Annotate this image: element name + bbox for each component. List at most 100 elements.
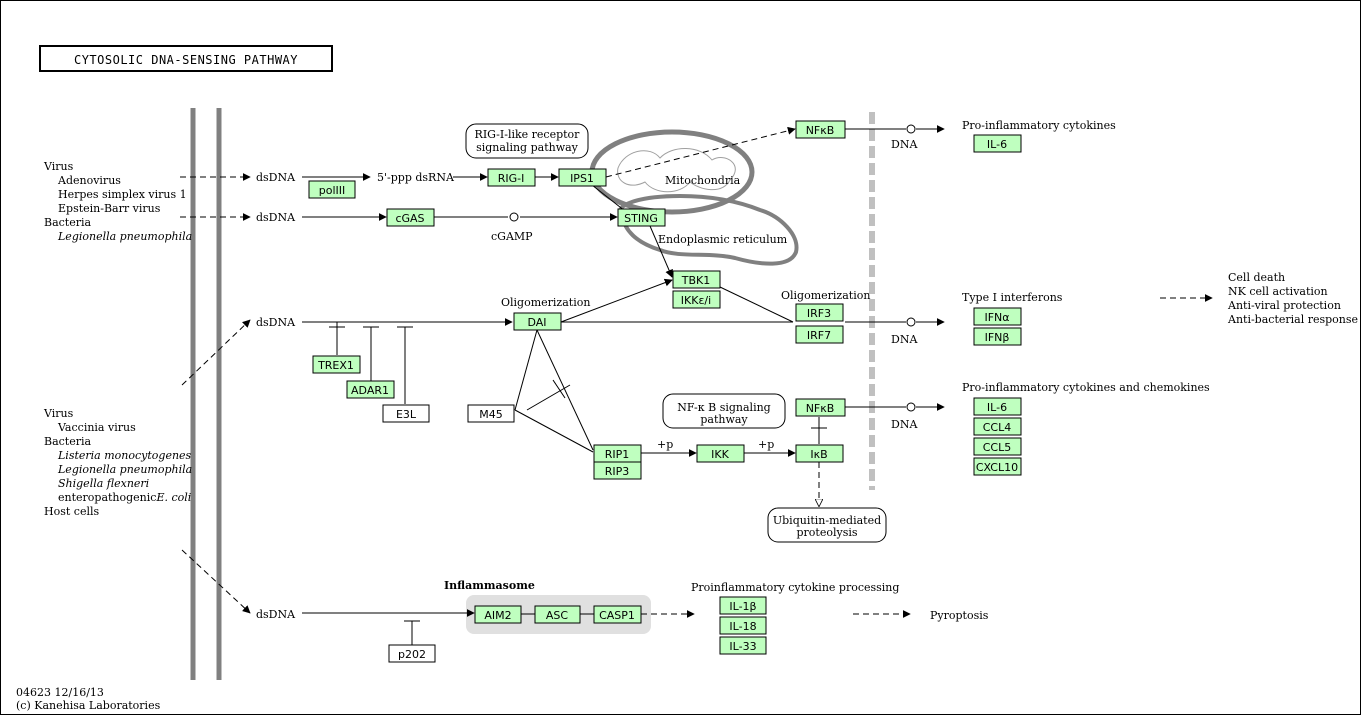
ppp-dsrna-label: 5'-ppp dsRNA: [377, 171, 455, 184]
host-cells-label: Host cells: [44, 505, 99, 518]
virus-item: Adenovirus: [57, 174, 121, 187]
gene-ikk[interactable]: IKK: [696, 444, 745, 463]
gene-ikke[interactable]: IKKε/i: [672, 290, 721, 309]
svg-text:CXCL10: CXCL10: [976, 461, 1018, 474]
oligomerization-label: Oligomerization: [781, 289, 870, 302]
gene-ccl5[interactable]: CCL5: [973, 437, 1022, 456]
gene-ikb[interactable]: IκB: [795, 444, 844, 463]
map-nfkb-signaling[interactable]: NF-κ B signaling pathway: [662, 393, 786, 429]
svg-text:CCL4: CCL4: [983, 421, 1012, 434]
gene-rig-i[interactable]: RIG-I: [487, 168, 536, 187]
gene-cgas[interactable]: cGAS: [386, 208, 435, 227]
cytokines-chemokines-label: Pro-inflammatory cytokines and chemokine…: [962, 381, 1210, 394]
map-rig-i-like-receptor[interactable]: RIG-I-like receptor signaling pathway: [465, 123, 589, 159]
gene-il6-mid[interactable]: IL-6: [973, 397, 1022, 416]
svg-text:IRF3: IRF3: [807, 307, 831, 320]
virus-heading: Virus: [43, 407, 74, 420]
svg-text:IKK: IKK: [711, 448, 729, 461]
gene-il6-top[interactable]: IL-6: [973, 134, 1022, 153]
virus-heading: Virus: [43, 160, 74, 173]
dsdna-label: dsDNA: [256, 211, 296, 224]
svg-text:RIG-I-like receptor: RIG-I-like receptor: [475, 128, 581, 141]
svg-text:TBK1: TBK1: [681, 274, 710, 287]
gene-e3l[interactable]: E3L: [382, 404, 430, 423]
dsdna-label: dsDNA: [256, 316, 296, 329]
pyroptosis-label: Pyroptosis: [930, 609, 989, 622]
edges: [180, 125, 1213, 645]
bacteria-item: Legionella pneumophila: [57, 230, 192, 243]
svg-text:STING: STING: [624, 212, 658, 225]
svg-text:cGAS: cGAS: [395, 212, 424, 225]
bacteria-item: enteropathogenicE. coli: [58, 491, 191, 504]
svg-text:pathway: pathway: [700, 413, 748, 426]
virus-item: Epstein-Barr virus: [58, 202, 161, 215]
svg-text:TREX1: TREX1: [317, 359, 354, 372]
gene-m45[interactable]: M45: [467, 404, 515, 423]
gene-irf3[interactable]: IRF3: [795, 303, 844, 322]
gene-sting[interactable]: STING: [617, 208, 666, 227]
bacteria-heading: Bacteria: [44, 435, 92, 448]
svg-text:NFκB: NFκB: [806, 124, 835, 137]
phosphorylation-label: +p: [657, 438, 673, 451]
gene-tbk1[interactable]: TBK1: [672, 270, 721, 289]
svg-text:IPS1: IPS1: [570, 172, 594, 185]
gene-rip3[interactable]: RIP3: [593, 461, 642, 480]
gene-dai[interactable]: DAI: [513, 312, 562, 331]
gene-casp1[interactable]: CASP1: [593, 605, 642, 624]
svg-text:IFNα: IFNα: [984, 311, 1009, 324]
dna-label: DNA: [891, 138, 918, 151]
gene-rip1[interactable]: RIP1: [593, 444, 642, 463]
svg-text:IL-6: IL-6: [987, 401, 1007, 414]
gene-ccl4[interactable]: CCL4: [973, 417, 1022, 436]
dna-label: DNA: [891, 418, 918, 431]
cgamp-label: cGAMP: [491, 230, 533, 243]
map-ubiquitin-proteolysis[interactable]: Ubiquitin-mediated proteolysis: [767, 507, 887, 543]
svg-text:M45: M45: [479, 408, 503, 421]
oligomerization-label: Oligomerization: [501, 296, 590, 309]
svg-text:NF-κ B signaling: NF-κ B signaling: [677, 401, 770, 414]
er-label: Endoplasmic reticulum: [658, 233, 788, 246]
gene-il33[interactable]: IL-33: [719, 636, 767, 655]
svg-text:CASP1: CASP1: [599, 609, 635, 622]
cytokine-processing-label: Proinflammatory cytokine processing: [691, 581, 899, 594]
svg-text:ASC: ASC: [546, 609, 569, 622]
gene-il1b[interactable]: IL-1β: [719, 596, 767, 615]
annotation-labels: Oligomerization Oligomerization +p +p Pr…: [501, 119, 1358, 622]
dna-label: DNA: [891, 333, 918, 346]
svg-text:IRF7: IRF7: [807, 329, 831, 342]
gene-irf7[interactable]: IRF7: [795, 325, 844, 344]
page-title: CYTOSOLIC DNA-SENSING PATHWAY: [74, 53, 298, 67]
svg-text:CCL5: CCL5: [983, 441, 1012, 454]
footer-code: 04623 12/16/13: [16, 686, 104, 699]
gene-nfkb-top[interactable]: NFκB: [795, 120, 846, 139]
gene-asc[interactable]: ASC: [534, 605, 581, 624]
svg-text:RIP3: RIP3: [605, 465, 630, 478]
er-shape: Endoplasmic reticulum: [618, 193, 799, 266]
gene-ifna[interactable]: IFNα: [973, 307, 1022, 326]
gene-ifnb[interactable]: IFNβ: [973, 327, 1022, 346]
gene-trex1[interactable]: TREX1: [312, 355, 361, 374]
svg-text:IL-18: IL-18: [729, 620, 756, 633]
gene-cxcl10[interactable]: CXCL10: [973, 457, 1022, 476]
pathogen-list-bottom: Virus Vaccinia virus Bacteria Listeria m…: [43, 407, 192, 518]
gene-polIII[interactable]: polIII: [308, 180, 356, 199]
compound-labels: dsDNA dsDNA dsDNA dsDNA 5'-ppp dsRNA cGA…: [256, 138, 918, 621]
gene-nfkb-mid[interactable]: NFκB: [795, 398, 846, 417]
gene-aim2[interactable]: AIM2: [474, 605, 522, 624]
gene-p202[interactable]: p202: [388, 644, 436, 663]
gene-il18[interactable]: IL-18: [719, 616, 767, 635]
pro-inflammatory-cytokines-label: Pro-inflammatory cytokines: [962, 119, 1116, 132]
bacteria-item: Legionella pneumophila: [57, 463, 192, 476]
svg-text:IL-6: IL-6: [987, 138, 1007, 151]
outcome-item: NK cell activation: [1228, 285, 1328, 298]
svg-text:IκB: IκB: [810, 448, 827, 461]
gene-adar1[interactable]: ADAR1: [346, 380, 395, 399]
virus-item: Herpes simplex virus 1: [58, 188, 187, 201]
gene-ips1[interactable]: IPS1: [558, 168, 607, 187]
svg-text:RIP1: RIP1: [605, 448, 630, 461]
footer: 04623 12/16/13 (c) Kanehisa Laboratories: [16, 686, 161, 712]
virus-item: Vaccinia virus: [57, 421, 136, 434]
inflammasome-label: Inflammasome: [444, 579, 535, 592]
bacteria-item: Shigella flexneri: [58, 477, 149, 490]
